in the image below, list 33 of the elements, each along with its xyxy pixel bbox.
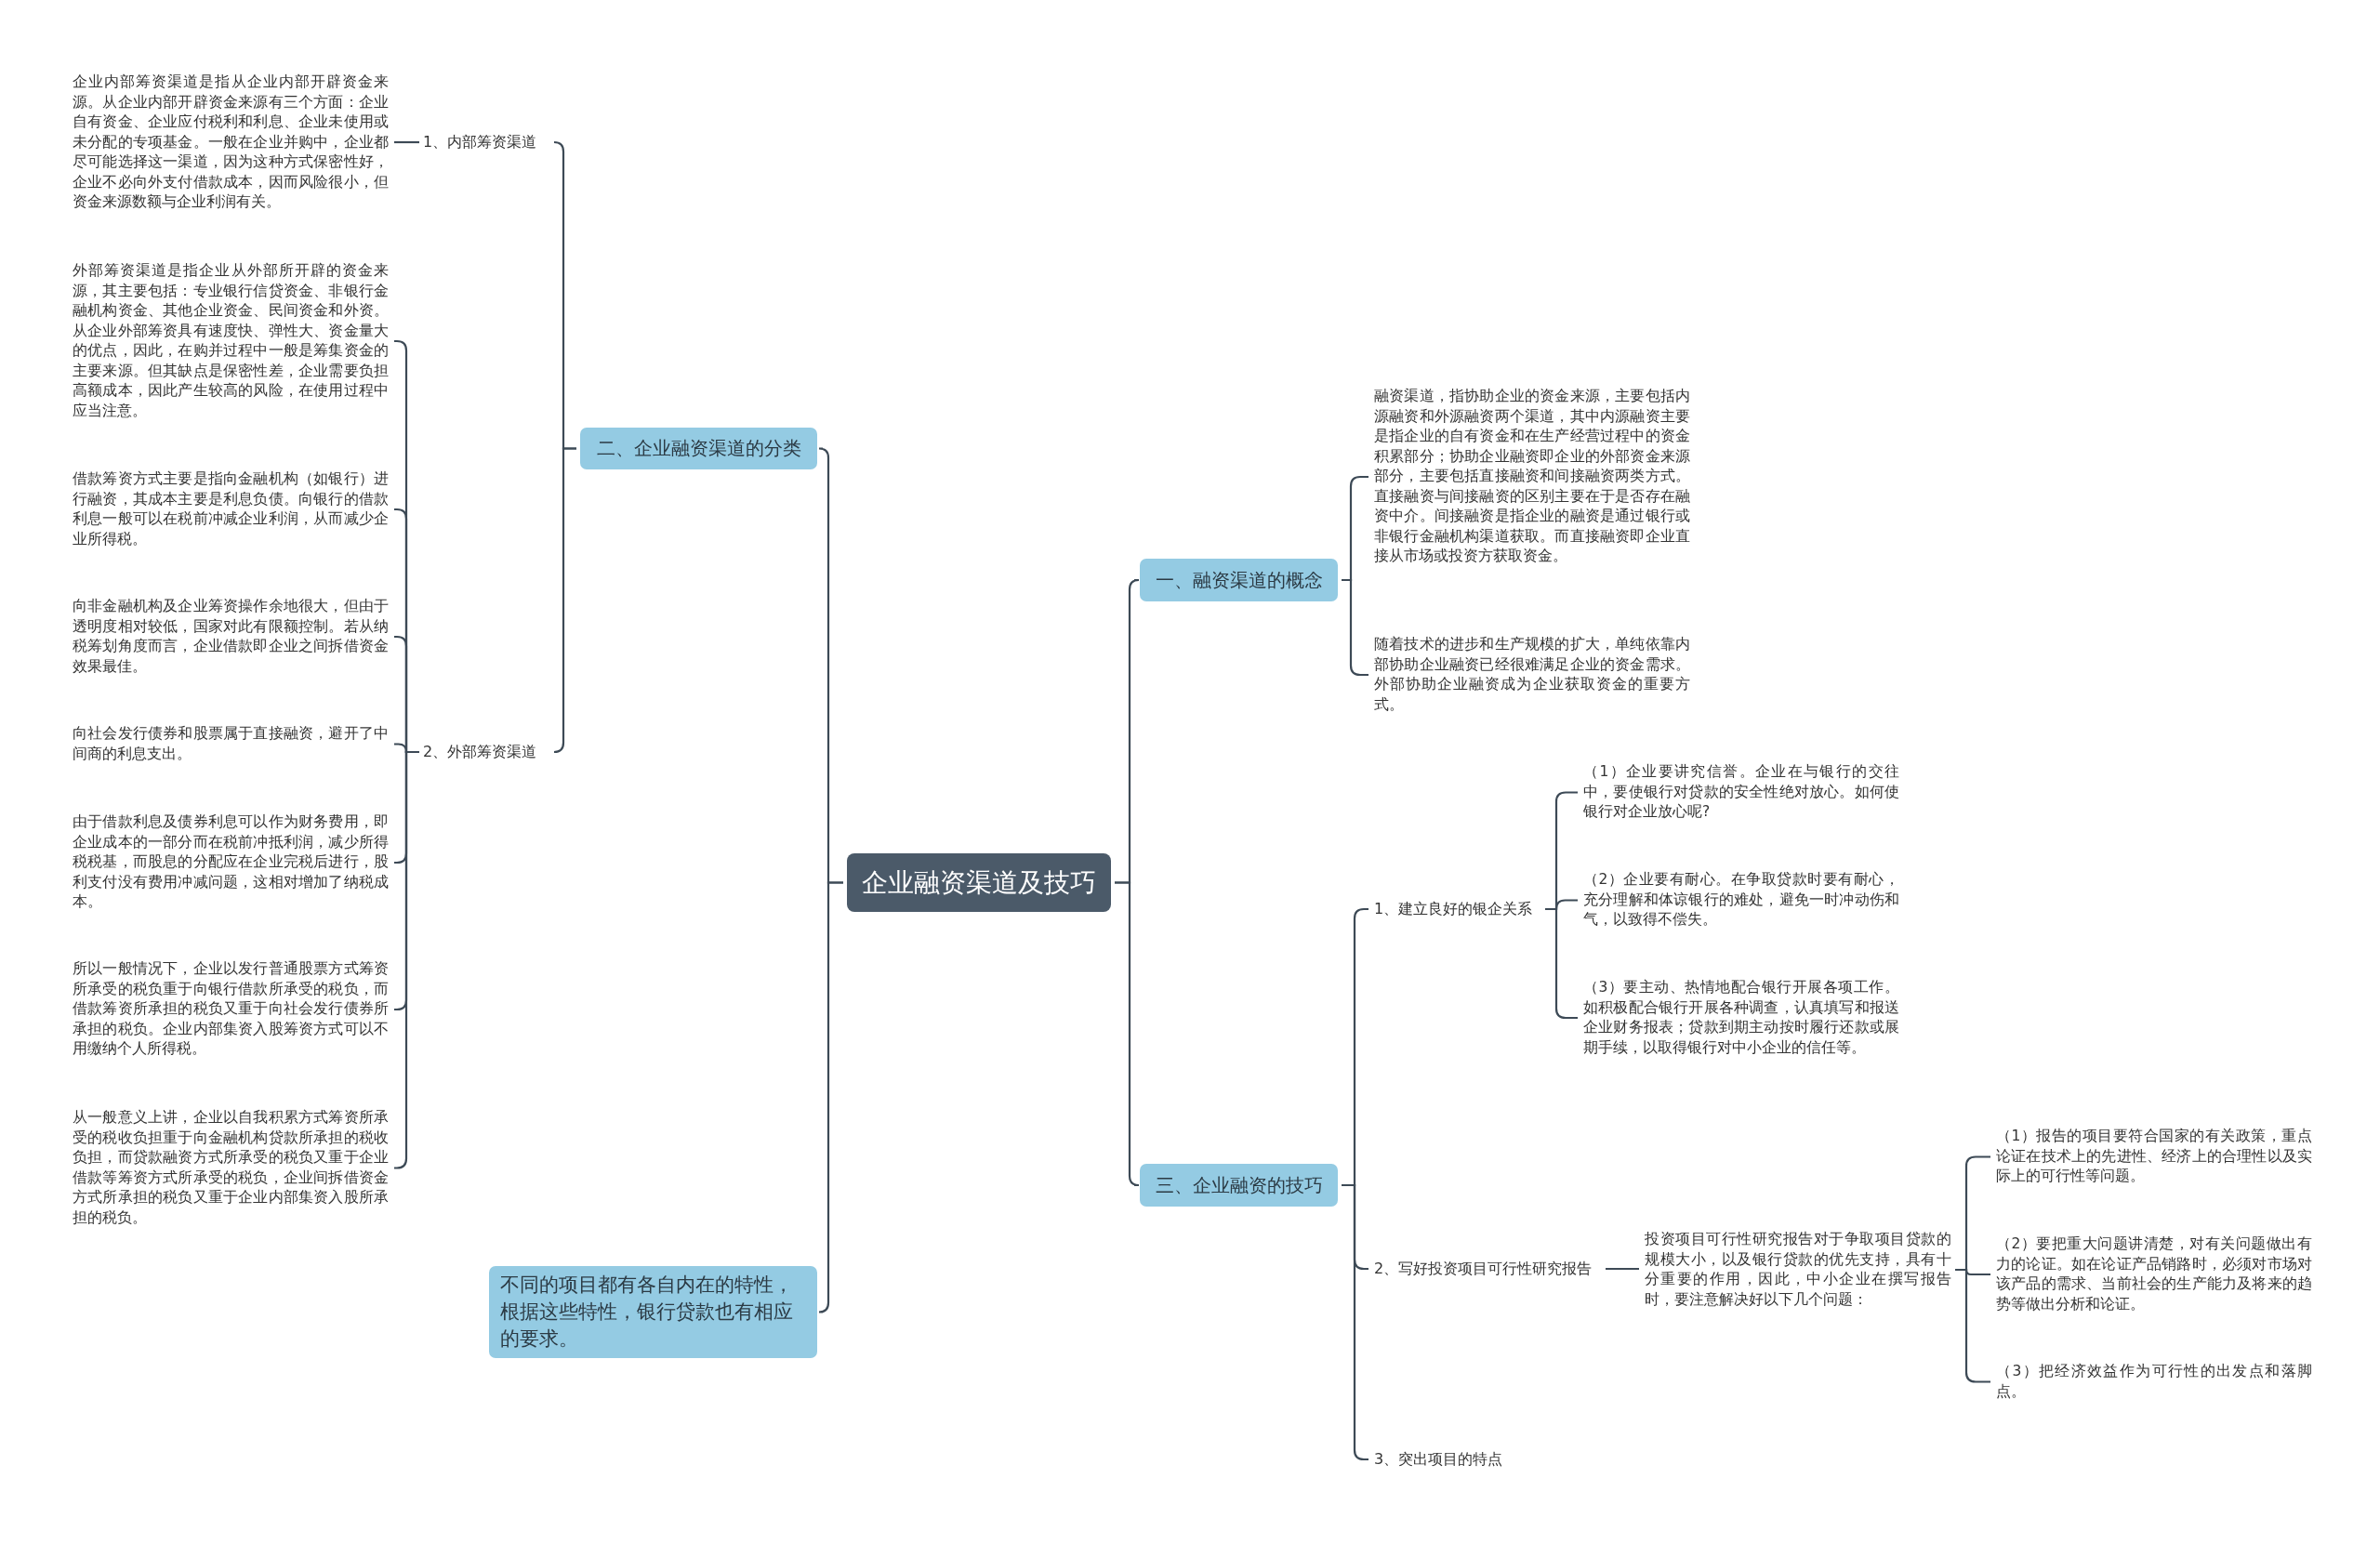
note-paragraph: （3）把经济效益作为可行性的出发点和落脚点。 xyxy=(1996,1362,2312,1402)
topic-box: 三、企业融资的技巧 xyxy=(1140,1164,1338,1207)
note-paragraph: 融资渠道，指协助企业的资金来源，主要包括内源融资和外源融资两个渠道，其中内源融资主要是指企业的自有资金和在生产经营过程中的资金积累部分；协助企业融资即企业的外部资金来源部分，主要包括直接融资和间接融资两类方式。直接融资与间接融资的区别主要在于是否存在融资中介。间接融资是指企业的融资是通过银行或非银行金融机构渠道获取。而直接融资即企业直接从市场或投资方获取资金。 xyxy=(1374,387,1690,567)
connector-line xyxy=(552,447,576,754)
connector-line xyxy=(1606,1267,1639,1271)
subtopic-label: 2、外部筹资渠道 xyxy=(423,742,549,762)
note-paragraph: 从一般意义上讲，企业以自我积累方式筹资所承受的税收负担重于向金融机构贷款所承担的税收负担，而贷款融资方式所承受的税负又重于企业借款等筹资方式所承受的税负，企业间拆借资金方式所承担的税负又重于企业内部集资入股所承担的税负。 xyxy=(73,1108,389,1228)
connector-line xyxy=(394,140,419,144)
note-paragraph: 借款筹资方式主要是指向金融机构（如银行）进行融资，其成本主要是利息负债。向银行的借款利息一般可以在税前冲减企业利润，从而减少企业所得税。 xyxy=(73,469,389,549)
note-paragraph: 由于借款利息及债券利息可以作为财务费用，即企业成本的一部分而在税前冲抵利润，减少所得税税基，而股息的分配应在企业完税后进行，股利支付没有费用冲减问题，这相对增加了纳税成本。 xyxy=(73,812,389,913)
subtopic-label: 1、建立良好的银企关系 xyxy=(1374,899,1541,919)
note-paragraph: 向非金融机构及企业筹资操作余地很大，但由于透明度相对较低，国家对此有限额控制。若从纳税筹划角度而言，企业借款即企业之间拆借资金效果最佳。 xyxy=(73,597,389,677)
connector-line xyxy=(1115,881,1141,1187)
note-paragraph: （2）企业要有耐心。在争取贷款时要有耐心，充分理解和体谅银行的难处，避免一时冲动伤和气，以致得不偿失。 xyxy=(1583,870,1899,930)
note-paragraph: （3）要主动、热情地配合银行开展各项工作。如积极配合银行开展各种调查，认真填写和报送企业财务报表；贷款到期主动按时履行还款或展期手续，以取得银行对中小企业的信任等。 xyxy=(1583,978,1899,1058)
connector-line xyxy=(393,750,419,1169)
subtopic-label: 3、突出项目的特点 xyxy=(1374,1449,1514,1470)
note-paragraph: 所以一般情况下，企业以发行普通股票方式筹资所承受的税负重于向银行借款所承受的税负，而借款筹资所承担的税负又重于向社会发行债券所承担的税负。企业内部集资入股筹资方式可以不用缴纳个人所得税。 xyxy=(73,959,389,1060)
topic-box: 一、融资渠道的概念 xyxy=(1140,559,1338,601)
note-paragraph: 企业内部筹资渠道是指从企业内部开辟资金来源。从企业内部开辟资金来源有三个方面：企业自有资金、企业应付税利和利息、企业未使用或未分配的专项基金。一般在企业并购中，企业都尽可能选择这一渠道，因为这种方式保密性好，企业不必向外支付借款成本，因而风险很小，但资金来源数额与企业利润有关。 xyxy=(73,73,389,213)
subtopic-label: 2、写好投资项目可行性研究报告 xyxy=(1374,1259,1602,1279)
note-paragraph: 随着技术的进步和生产规模的扩大，单纯依靠内部协助企业融资已经很难满足企业的资金需求。外部协助企业融资成为企业获取资金的重要方式。 xyxy=(1374,635,1690,715)
note-paragraph: （2）要把重大问题讲清楚，对有关问题做出有力的论证。如在论证产品销路时，必须对市场对该产品的需求、当前社会的生产能力及将来的趋势等做出分析和论证。 xyxy=(1996,1234,2312,1314)
connector-line xyxy=(817,881,843,1313)
note-paragraph: 外部筹资渠道是指企业从外部所开辟的资金来源，其主要包括：专业银行信贷资金、非银行金融机构资金、其他企业资金、民间资金和外资。从企业外部筹资具有速度快、弹性大、资金量大的优点，因此，在购并过程中一般是筹集资金的主要来源。但其缺点是保密性差，企业需要负担高额成本，因此产生较高的风险，在使用过程中应当注意。 xyxy=(73,261,389,421)
note-paragraph: （1）企业要讲究信誉。企业在与银行的交往中，要使银行对贷款的安全性绝对放心。如何使银行对企业放心呢? xyxy=(1583,762,1899,823)
note-paragraph: （1）报告的项目要符合国家的有关政策，重点论证在技术上的先进性、经济上的合理性以及实际上的可行性等问题。 xyxy=(1996,1127,2312,1187)
note-paragraph: 投资项目可行性研究报告对于争取项目贷款的规模大小，以及银行贷款的优先支持，具有十分重要的作用，因此，中小企业在撰写报告时，要注意解决好以下几个问题： xyxy=(1645,1230,1951,1310)
note-paragraph: 向社会发行债券和股票属于直接融资，避开了中间商的利息支出。 xyxy=(73,724,389,764)
subtopic-label: 1、内部筹资渠道 xyxy=(423,132,549,152)
central-topic-box: 企业融资渠道及技巧 xyxy=(847,853,1111,912)
topic-box: 不同的项目都有各自内在的特性，根据这些特性，银行贷款也有相应的要求。 xyxy=(489,1266,817,1358)
topic-box: 二、企业融资渠道的分类 xyxy=(580,428,817,469)
